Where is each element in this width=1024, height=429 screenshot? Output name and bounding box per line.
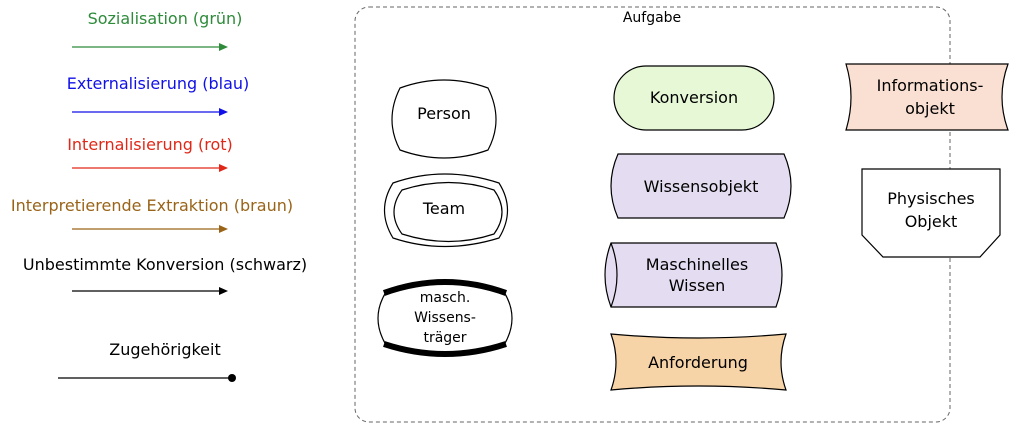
person-shape [391, 79, 497, 159]
shape-information-object: Informations- objekt [845, 63, 1009, 131]
legend-arrowhead-internalization [219, 164, 228, 172]
legend-label-socialization: Sozialisation (grün) [88, 9, 243, 28]
physical-object-shape [861, 168, 1001, 258]
shape-knowledge-object: Wissensobjekt [610, 153, 792, 219]
legend-item-internalization: Internalisierung (rot) [67, 135, 233, 172]
task-box-border [354, 6, 951, 423]
legend-dot-membership [228, 374, 236, 382]
legend-arrowhead-interpretive-extraction [219, 225, 228, 233]
legend-label-undetermined-conversion: Unbestimmte Konversion (schwarz) [23, 255, 307, 274]
legend-item-externalization: Externalisierung (blau) [67, 74, 250, 116]
legend-item-socialization: Sozialisation (grün) [72, 9, 242, 51]
legend-label-externalization: Externalisierung (blau) [67, 74, 250, 93]
task-box: Aufgabe [354, 6, 951, 423]
task-box-title: Aufgabe [623, 10, 681, 26]
machine-carrier-bottom-edge [383, 341, 507, 357]
machine-carrier-label-line2: Wissens- [414, 310, 476, 326]
legend-arrowhead-externalization [219, 108, 228, 116]
legend-item-membership: Zugehörigkeit [58, 340, 236, 382]
team-label: Team [422, 199, 465, 218]
shape-conversion: Konversion [613, 65, 775, 131]
machine-knowledge-inner-curve [610, 242, 618, 308]
shape-machine-knowledge: Maschinelles Wissen [604, 242, 783, 308]
legend-label-interpretive-extraction: Interpretierende Extraktion (braun) [11, 196, 293, 215]
information-object-label-line2: objekt [905, 99, 955, 118]
legend-label-internalization: Internalisierung (rot) [67, 135, 233, 154]
shape-team: Team [383, 173, 509, 248]
machine-knowledge-label-line2: Wissen [669, 276, 726, 295]
legend-item-undetermined-conversion: Unbestimmte Konversion (schwarz) [23, 255, 307, 295]
legend-label-membership: Zugehörigkeit [109, 340, 220, 359]
shape-person: Person [391, 79, 497, 159]
information-object-shape [845, 63, 1009, 131]
shape-machine-carrier: masch. Wissens- träger [377, 279, 513, 357]
machine-carrier-top-edge [382, 279, 508, 296]
legend: Sozialisation (grün) Externalisierung (b… [11, 9, 307, 382]
machine-carrier-label-line1: masch. [420, 290, 471, 306]
legend-arrowhead-undetermined-conversion [219, 287, 228, 295]
requirement-shape [610, 333, 787, 391]
legend-item-interpretive-extraction: Interpretierende Extraktion (braun) [11, 196, 293, 233]
team-shape-front [393, 181, 503, 243]
requirement-label: Anforderung [648, 353, 748, 372]
conversion-label: Konversion [650, 88, 738, 107]
legend-arrowhead-socialization [219, 43, 228, 51]
shape-requirement: Anforderung [610, 333, 787, 391]
physical-object-label-line1: Physisches [887, 189, 975, 208]
knowledge-object-label: Wissensobjekt [644, 177, 759, 196]
shape-physical-object: Physisches Objekt [861, 168, 1001, 258]
knowledge-object-shape [610, 153, 792, 219]
machine-knowledge-label-line1: Maschinelles [646, 255, 748, 274]
machine-knowledge-shape [604, 242, 783, 308]
information-object-label-line1: Informations- [877, 76, 984, 95]
conversion-shape [613, 65, 775, 131]
person-label: Person [417, 104, 471, 123]
machine-carrier-label-line3: träger [423, 330, 466, 346]
physical-object-label-line2: Objekt [905, 212, 958, 231]
